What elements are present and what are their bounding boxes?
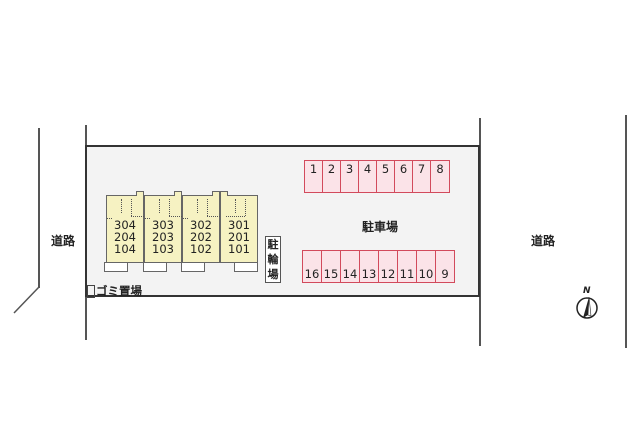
- building-notch: [220, 191, 228, 196]
- building-notch: [174, 191, 182, 196]
- unit-2f: 202: [190, 230, 212, 244]
- garbage-box-icon: [87, 285, 95, 298]
- dotted-line: [159, 199, 160, 213]
- bike-label-char: 駐: [267, 238, 279, 251]
- parking-space[interactable]: 4: [358, 160, 377, 193]
- compass: N: [573, 286, 603, 322]
- space-number: 9: [441, 267, 449, 281]
- unit-3f: 303: [152, 218, 174, 232]
- space-number: 4: [363, 162, 372, 176]
- space-number: 8: [436, 162, 444, 176]
- compass-icon: [576, 296, 598, 319]
- space-number: 5: [381, 162, 390, 176]
- parking-space[interactable]: 6: [394, 160, 413, 193]
- building-304[interactable]: 304 204 104: [106, 191, 144, 263]
- dotted-line: [107, 218, 112, 219]
- parking-space[interactable]: 13: [359, 250, 379, 283]
- parking-space[interactable]: 11: [397, 250, 417, 283]
- parking-label: 駐車場: [362, 220, 399, 234]
- parking-space[interactable]: 3: [340, 160, 359, 193]
- dotted-line: [183, 218, 188, 219]
- parking-space[interactable]: 1: [304, 160, 323, 193]
- parking-space[interactable]: 12: [378, 250, 398, 283]
- dotted-line: [235, 199, 236, 213]
- parking-space[interactable]: 14: [340, 250, 360, 283]
- space-number: 3: [345, 162, 354, 176]
- building-301[interactable]: 301 201 101: [220, 191, 258, 263]
- bicycle-parking[interactable]: 駐 輪 場: [265, 236, 281, 283]
- left-road-label: 道路: [51, 234, 76, 248]
- unit-3f: 304: [114, 218, 136, 232]
- unit-2f: 204: [114, 230, 136, 244]
- unit-numbers: 303 203 103: [145, 219, 181, 255]
- unit-numbers: 302 202 102: [183, 219, 219, 255]
- parking-space[interactable]: 2: [322, 160, 341, 193]
- left-road-diagonal-line: [13, 286, 40, 314]
- left-road-edge-line: [38, 128, 40, 288]
- dotted-line: [226, 216, 245, 217]
- parking-space[interactable]: 7: [412, 160, 431, 193]
- unit-numbers: 301 201 101: [221, 219, 257, 255]
- space-number: 11: [399, 267, 415, 281]
- dotted-line: [169, 216, 182, 217]
- space-number: 14: [342, 267, 358, 281]
- unit-3f: 302: [190, 218, 212, 232]
- building-notch: [212, 191, 220, 196]
- unit-1f: 101: [228, 242, 250, 256]
- building-notch: [136, 191, 144, 196]
- unit-2f: 203: [152, 230, 174, 244]
- space-number: 7: [417, 162, 426, 176]
- garbage-area[interactable]: ゴミ置場: [87, 283, 142, 299]
- right-road-label: 道路: [531, 234, 556, 248]
- unit-1f: 102: [190, 242, 212, 256]
- space-number: 2: [327, 162, 336, 176]
- space-number: 6: [399, 162, 408, 176]
- entrance-103: [143, 262, 167, 272]
- entrance-102: [181, 262, 205, 272]
- site-right-boundary-line: [479, 118, 481, 346]
- dotted-line: [197, 199, 198, 213]
- bike-label-char: 場: [267, 268, 279, 281]
- space-number: 16: [304, 267, 320, 281]
- building-302[interactable]: 302 202 102: [182, 191, 220, 263]
- parking-space[interactable]: 9: [435, 250, 455, 283]
- parking-space[interactable]: 15: [321, 250, 341, 283]
- building-303[interactable]: 303 203 103: [144, 191, 182, 263]
- parking-row-top: 1 2 3 4 5 6 7 8: [304, 160, 450, 193]
- dotted-line: [145, 218, 150, 219]
- parking-space[interactable]: 10: [416, 250, 436, 283]
- bike-label-char: 輪: [267, 253, 279, 266]
- right-road-edge-line: [625, 115, 627, 348]
- unit-3f: 301: [228, 218, 250, 232]
- dotted-line: [131, 216, 144, 217]
- dotted-line: [245, 199, 246, 216]
- entrance-101: [234, 262, 258, 272]
- garbage-label: ゴミ置場: [96, 284, 142, 298]
- dotted-line: [207, 216, 220, 217]
- dotted-line: [207, 199, 208, 216]
- space-number: 12: [380, 267, 396, 281]
- space-number: 10: [418, 267, 434, 281]
- space-number: 1: [309, 162, 318, 176]
- parking-row-bottom: 16 15 14 13 12 11 10 9: [302, 250, 455, 283]
- entrance-104: [104, 262, 128, 272]
- unit-2f: 201: [228, 230, 250, 244]
- dotted-line: [169, 199, 170, 216]
- space-number: 13: [361, 267, 377, 281]
- parking-space[interactable]: 16: [302, 250, 322, 283]
- space-number: 15: [323, 267, 339, 281]
- unit-numbers: 304 204 104: [107, 219, 143, 255]
- unit-1f: 104: [114, 242, 136, 256]
- dotted-line: [131, 199, 132, 216]
- parking-space[interactable]: 5: [376, 160, 395, 193]
- dotted-line: [121, 199, 122, 213]
- compass-north-label: N: [583, 286, 591, 296]
- parking-space[interactable]: 8: [430, 160, 450, 193]
- unit-1f: 103: [152, 242, 174, 256]
